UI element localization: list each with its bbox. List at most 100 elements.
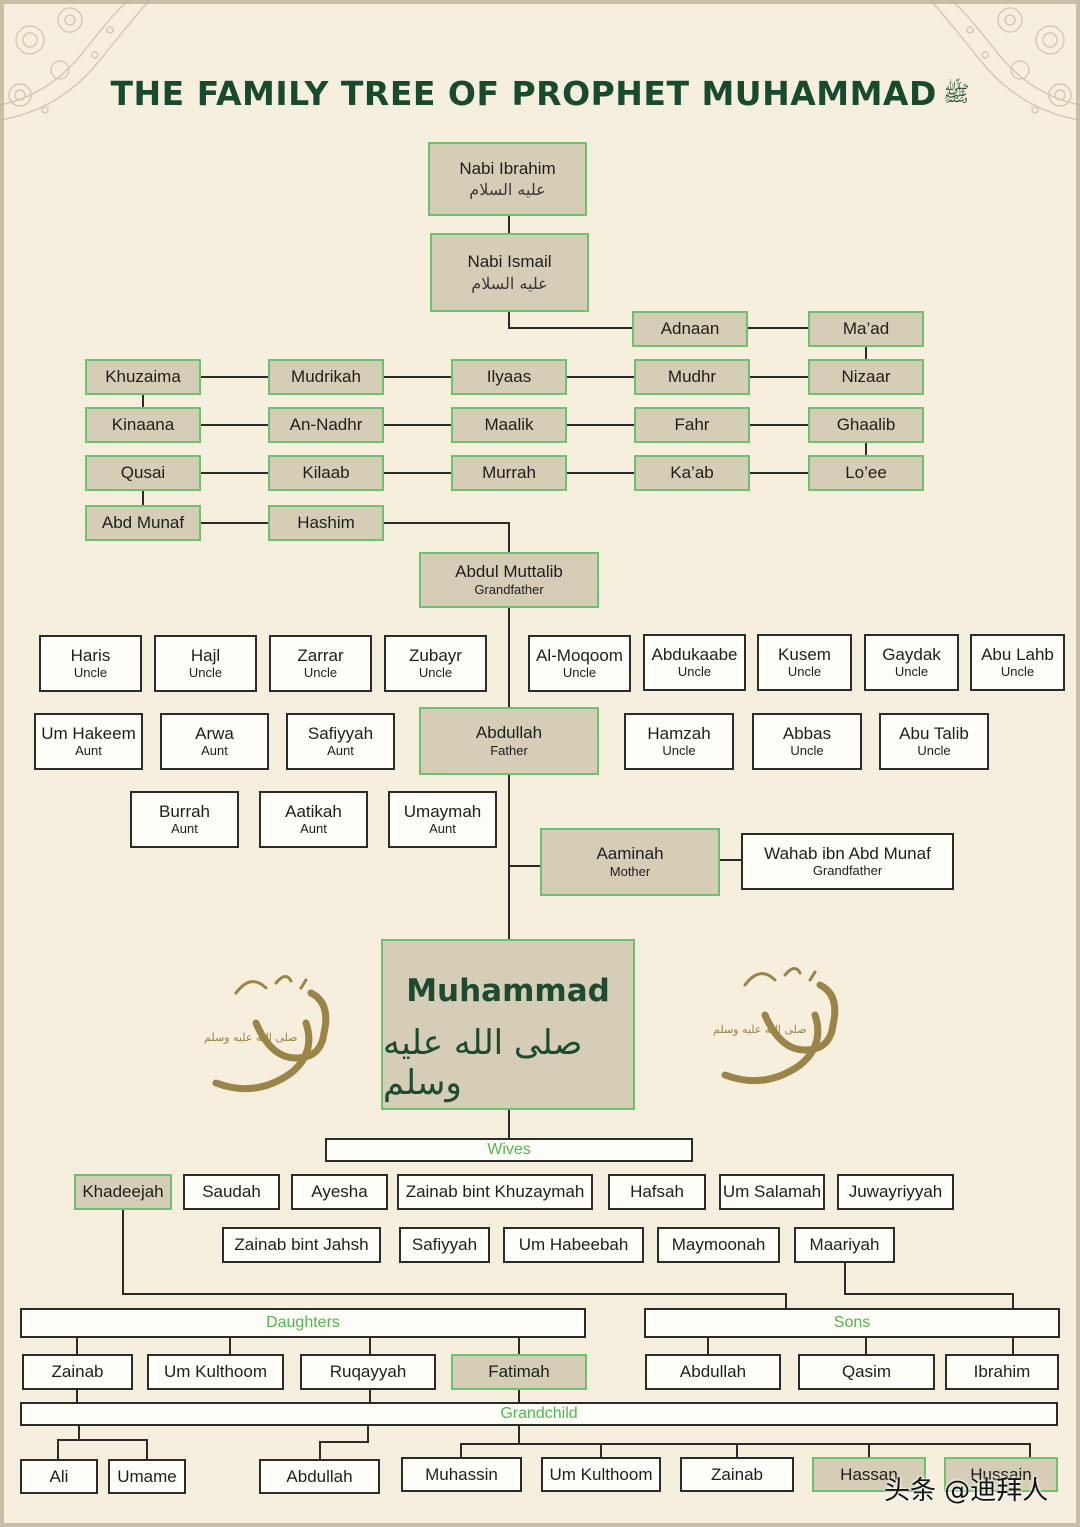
person-name: Gaydak	[882, 645, 941, 665]
wife-name: Maariyah	[810, 1235, 880, 1255]
wives-label: Wives	[325, 1138, 693, 1162]
connector	[79, 1440, 147, 1460]
wife-name: Juwayriyyah	[849, 1182, 943, 1202]
person-role: Uncle	[419, 666, 452, 681]
ancestor-khuzaima: Khuzaima	[85, 359, 201, 395]
ancestor-nabi-ismail: Nabi Ismail عليه السلام	[430, 233, 589, 312]
daughter-zainab: Zainab	[22, 1354, 133, 1390]
ancestor-arabic: عليه السلام	[471, 275, 547, 293]
ancestor-name: An-Nadhr	[290, 415, 363, 435]
ancestor-name: Kilaab	[302, 463, 349, 483]
person-name: Abdul Muttalib	[455, 562, 563, 582]
person-role: Uncle	[917, 744, 950, 759]
person-role: Grandfather	[813, 864, 882, 879]
ancestor-ghaalib: Ghaalib	[808, 407, 924, 443]
ancestor-name: Mudhr	[668, 367, 716, 387]
wife-name: Khadeejah	[82, 1182, 163, 1202]
ancestor-ilyaas: Ilyaas	[451, 359, 567, 395]
wife-um-salamah: Um Salamah	[719, 1174, 825, 1210]
person-name: Kusem	[778, 645, 831, 665]
person-role: Uncle	[790, 744, 823, 759]
calligraphy-honorific-text: صلى الله عليه وسلم	[204, 1031, 298, 1044]
person-role: Mother	[610, 865, 650, 880]
maternal-grandfather-wahab: Wahab ibn Abd Munaf Grandfather	[741, 833, 954, 890]
connector	[845, 1262, 1013, 1308]
son-ibrahim: Ibrahim	[945, 1354, 1059, 1390]
child-name: Fatimah	[488, 1362, 549, 1382]
person-role: Aunt	[75, 744, 102, 759]
ancestor-name: Lo’ee	[845, 463, 887, 483]
grandchild-name: Abdullah	[286, 1467, 352, 1487]
person-role: Grandfather	[474, 583, 543, 598]
ancestor-name: Murrah	[482, 463, 536, 483]
ancestor-name: Abd Munaf	[102, 513, 184, 533]
person-name: Zarrar	[297, 646, 343, 666]
person-role: Aunt	[171, 822, 198, 837]
person-role: Uncle	[895, 665, 928, 680]
person-role: Uncle	[678, 665, 711, 680]
child-name: Um Kulthoom	[164, 1362, 267, 1382]
ancestor-name: Nabi Ibrahim	[459, 159, 555, 179]
ancestor-kilaab: Kilaab	[268, 455, 384, 491]
child-name: Abdullah	[680, 1362, 746, 1382]
grandchild-umame: Umame	[108, 1459, 186, 1494]
ancestor-name: Kinaana	[112, 415, 174, 435]
person-name: Um Hakeem	[41, 724, 135, 744]
calligraphy-honorific-text: صلى الله عليه وسلم	[713, 1023, 807, 1036]
connector	[58, 1426, 79, 1460]
ancestor-name: Maalik	[484, 415, 533, 435]
wife-name: Zainab bint Khuzaymah	[406, 1182, 585, 1202]
ancestor-name: Adnaan	[661, 319, 720, 339]
person-name: Hamzah	[647, 724, 710, 744]
person-name: Haris	[71, 646, 111, 666]
person-role: Uncle	[563, 666, 596, 681]
wife-maariyah: Maariyah	[794, 1227, 895, 1263]
grandfather-abdul-muttalib: Abdul Muttalib Grandfather	[419, 552, 599, 608]
wife-ayesha: Ayesha	[291, 1174, 388, 1210]
grandchild-abdullah: Abdullah	[259, 1459, 380, 1494]
wife-maymoonah: Maymoonah	[657, 1227, 780, 1263]
wife-zainab-bint-khuzaymah: Zainab bint Khuzaymah	[397, 1174, 593, 1210]
wife-name: Maymoonah	[672, 1235, 766, 1255]
connector	[384, 523, 509, 553]
person-name: Safiyyah	[308, 724, 373, 744]
wife-name: Zainab bint Jahsh	[234, 1235, 368, 1255]
son-abdullah: Abdullah	[645, 1354, 781, 1390]
person-role: Uncle	[788, 665, 821, 680]
child-name: Qasim	[842, 1362, 891, 1382]
relative-haris: HarisUncle	[39, 635, 142, 692]
person-role: Uncle	[74, 666, 107, 681]
muhammad-arabic: صلى الله عليه وسلم	[383, 1023, 633, 1103]
person-name: Abu Lahb	[981, 645, 1054, 665]
child-name: Zainab	[52, 1362, 104, 1382]
ancestor-kaab: Ka’ab	[634, 455, 750, 491]
ancestor-arabic: عليه السلام	[469, 181, 545, 199]
relative-abu-lahb: Abu LahbUncle	[970, 634, 1065, 691]
ancestor-name: Khuzaima	[105, 367, 181, 387]
ancestor-kinaana: Kinaana	[85, 407, 201, 443]
wife-hafsah: Hafsah	[608, 1174, 706, 1210]
connector	[461, 1444, 1030, 1458]
ancestor-adnaan: Adnaan	[632, 311, 748, 347]
connector	[509, 312, 632, 328]
grandchild-name: Um Kulthoom	[550, 1465, 653, 1485]
ancestor-murrah: Murrah	[451, 455, 567, 491]
watermark-text: 头条 @迪拜人	[884, 1470, 1048, 1507]
father-abdullah: Abdullah Father	[419, 707, 599, 775]
person-name: Abdukaabe	[651, 645, 737, 665]
ancestor-qusai: Qusai	[85, 455, 201, 491]
ancestor-name: Fahr	[675, 415, 710, 435]
person-name: Umaymah	[404, 802, 481, 822]
grandchild-um-kulthoom: Um Kulthoom	[541, 1457, 661, 1492]
person-name: Aaminah	[596, 844, 663, 864]
wife-um-habeebah: Um Habeebah	[503, 1227, 644, 1263]
